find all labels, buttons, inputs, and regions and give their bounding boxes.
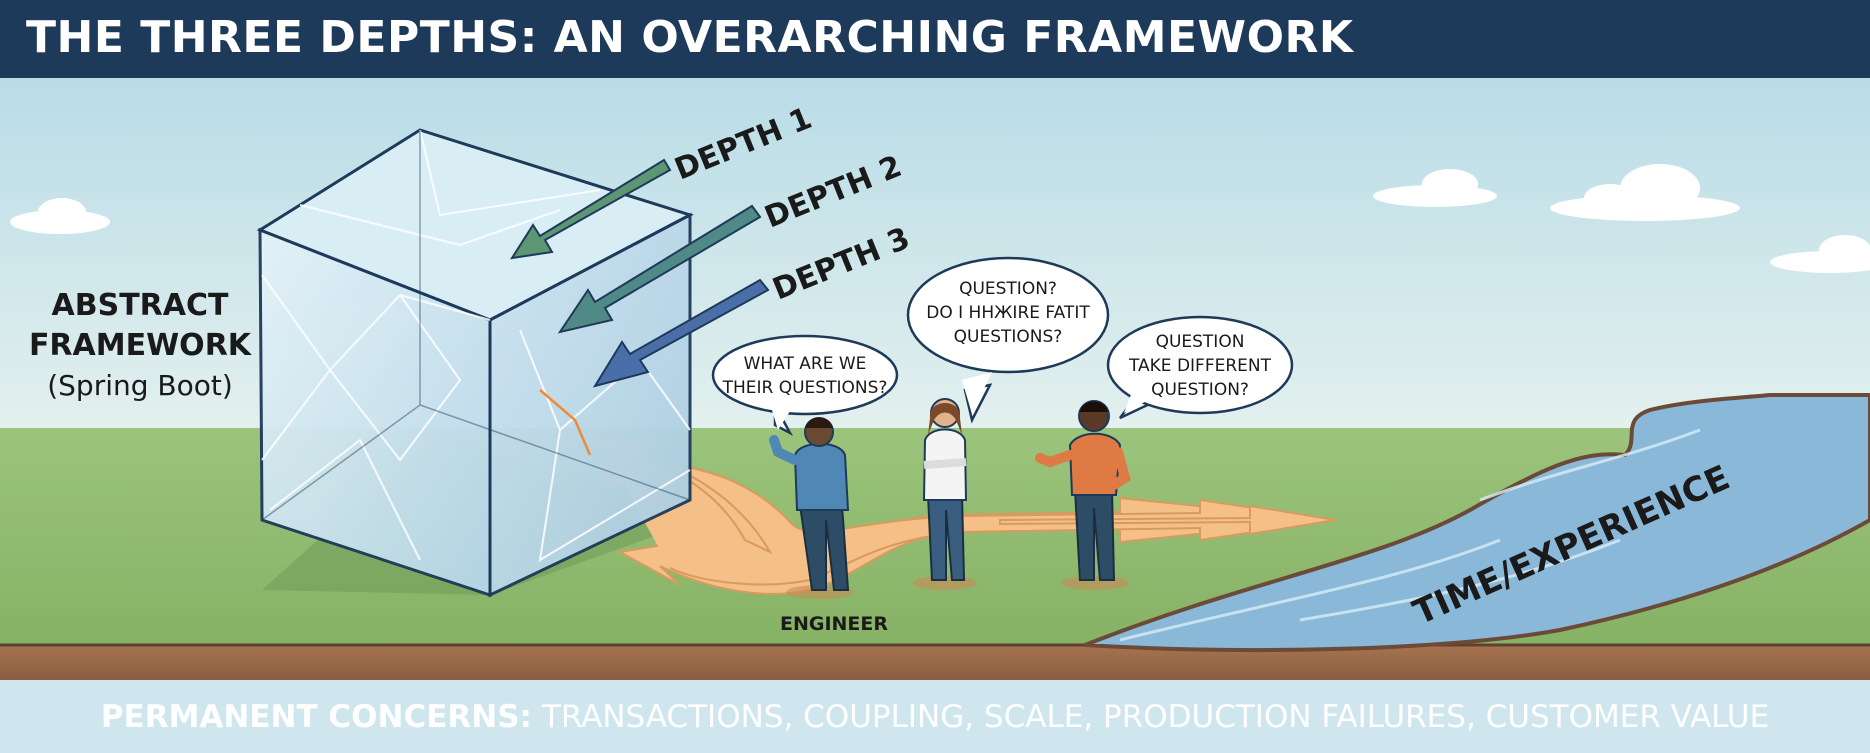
woman-person bbox=[913, 398, 977, 590]
svg-text:QUESTIONS?: QUESTIONS? bbox=[954, 327, 1063, 347]
man-person bbox=[1035, 400, 1131, 590]
footer-rest: TRANSACTIONS, COUPLING, SCALE, PRODUCTIO… bbox=[541, 698, 1770, 735]
framework-label-line3: (Spring Boot) bbox=[47, 369, 233, 402]
cloud-icon bbox=[10, 198, 110, 234]
depth-arrow-3 bbox=[592, 278, 770, 388]
framework-label-line1: ABSTRACT bbox=[52, 288, 229, 323]
cloud-icon bbox=[1550, 164, 1740, 221]
svg-text:QUESTION?: QUESTION? bbox=[1151, 380, 1249, 400]
cloud-icon bbox=[1770, 235, 1870, 273]
svg-text:QUESTION?: QUESTION? bbox=[959, 279, 1057, 299]
depth-arrow-right bbox=[999, 504, 1336, 536]
cloud-icon bbox=[1373, 169, 1497, 207]
soil-layer bbox=[0, 645, 1870, 680]
engineer-label: ENGINEER bbox=[780, 613, 888, 635]
svg-text:DO I HHЖIRE FATIT: DO I HHЖIRE FATIT bbox=[926, 303, 1090, 323]
footer-bold: PERMANENT CONCERNS: bbox=[100, 698, 532, 735]
svg-text:WHAT ARE WE: WHAT ARE WE bbox=[744, 354, 867, 374]
footer-bar: PERMANENT CONCERNS: TRANSACTIONS, COUPLI… bbox=[0, 680, 1870, 753]
depth-arrow-2 bbox=[557, 204, 762, 334]
speech-bubble-2: QUESTION? DO I HHЖIRE FATIT QUESTIONS? bbox=[906, 256, 1110, 424]
engineer-person bbox=[769, 417, 854, 599]
svg-text:TAKE DIFFERENT: TAKE DIFFERENT bbox=[1128, 356, 1272, 376]
title-bar: THE THREE DEPTHS: AN OVERARCHING FRAMEWO… bbox=[0, 0, 1870, 78]
speech-bubble-1: WHAT ARE WE THEIR QUESTIONS? bbox=[711, 334, 899, 437]
scene: TIME/EXPERIENCE bbox=[0, 78, 1870, 680]
depth-arrow-1 bbox=[509, 158, 672, 260]
framework-cube bbox=[256, 128, 694, 598]
svg-text:THEIR QUESTIONS?: THEIR QUESTIONS? bbox=[722, 378, 888, 398]
svg-text:QUESTION: QUESTION bbox=[1156, 332, 1245, 352]
page-title: THE THREE DEPTHS: AN OVERARCHING FRAMEWO… bbox=[26, 12, 1354, 63]
river bbox=[1084, 393, 1870, 652]
speech-bubble-3: QUESTION TAKE DIFFERENT QUESTION? bbox=[1106, 315, 1294, 420]
framework-label-line2: FRAMEWORK bbox=[29, 328, 253, 363]
